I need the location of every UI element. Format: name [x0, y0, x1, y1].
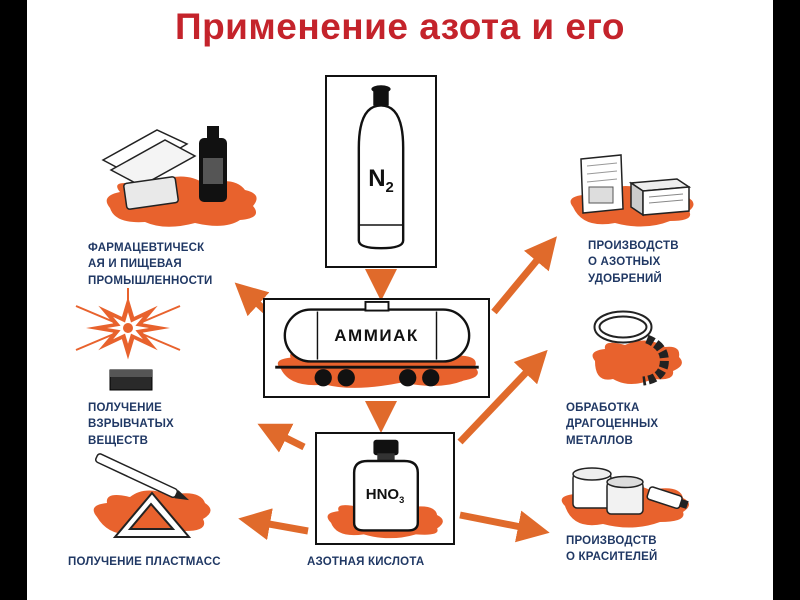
gas-cylinder-icon: [357, 85, 405, 250]
label-dyes: ПРОИЗВОДСТВ О КРАСИТЕЛЕЙ: [566, 535, 658, 564]
nitric-acid-node: HNO3: [315, 432, 455, 545]
left-black-bar: [0, 0, 27, 600]
drafting-tools-icon: [93, 453, 211, 538]
arrow-to-plastics: [238, 508, 309, 541]
acid-bottle-icon: [327, 439, 443, 539]
label-pharma-food-industry: ФАРМАЦЕВТИЧЕСК АЯ И ПИЩЕВАЯ ПРОМЫШЛЕННОС…: [88, 242, 213, 287]
nitric-acid-formula: HNO3: [365, 486, 405, 505]
nitrogen-formula: N2: [368, 165, 394, 196]
label-nitric-acid: АЗОТНАЯ КИСЛОТА: [307, 556, 425, 568]
label-plastics: ПОЛУЧЕНИЕ ПЛАСТМАСС: [68, 556, 221, 568]
explosion-icon: [75, 288, 181, 391]
jewelry-icon: [592, 310, 682, 386]
arrow-to-dyes: [459, 510, 550, 543]
medicine-bottle-icon: [101, 126, 257, 227]
label-precious-metals: ОБРАБОТКА ДРАГОЦЕННЫХ МЕТАЛЛОВ: [566, 402, 659, 447]
page-title: Применение азота и его: [174, 6, 626, 47]
fertilizer-sacks-icon: [570, 154, 694, 227]
nitrogen-node: N2: [325, 75, 437, 268]
label-explosives: ПОЛУЧЕНИЕ ВЗРЫВЧАТЫХ ВЕЩЕСТВ: [88, 402, 174, 447]
arrow-to-fertilizers: [491, 236, 557, 315]
dye-jars-icon: [561, 467, 689, 528]
arrow-to-explosives: [257, 423, 306, 453]
ammonia-label: АММИАК: [334, 326, 419, 345]
right-black-bar: [773, 0, 800, 600]
ammonia-node: АММИАК: [263, 298, 490, 398]
label-nitrogen-fertilizers: ПРОИЗВОДСТВ О АЗОТНЫХ УДОБРЕНИЙ: [588, 240, 679, 285]
railway-tank-car-icon: [275, 300, 479, 388]
